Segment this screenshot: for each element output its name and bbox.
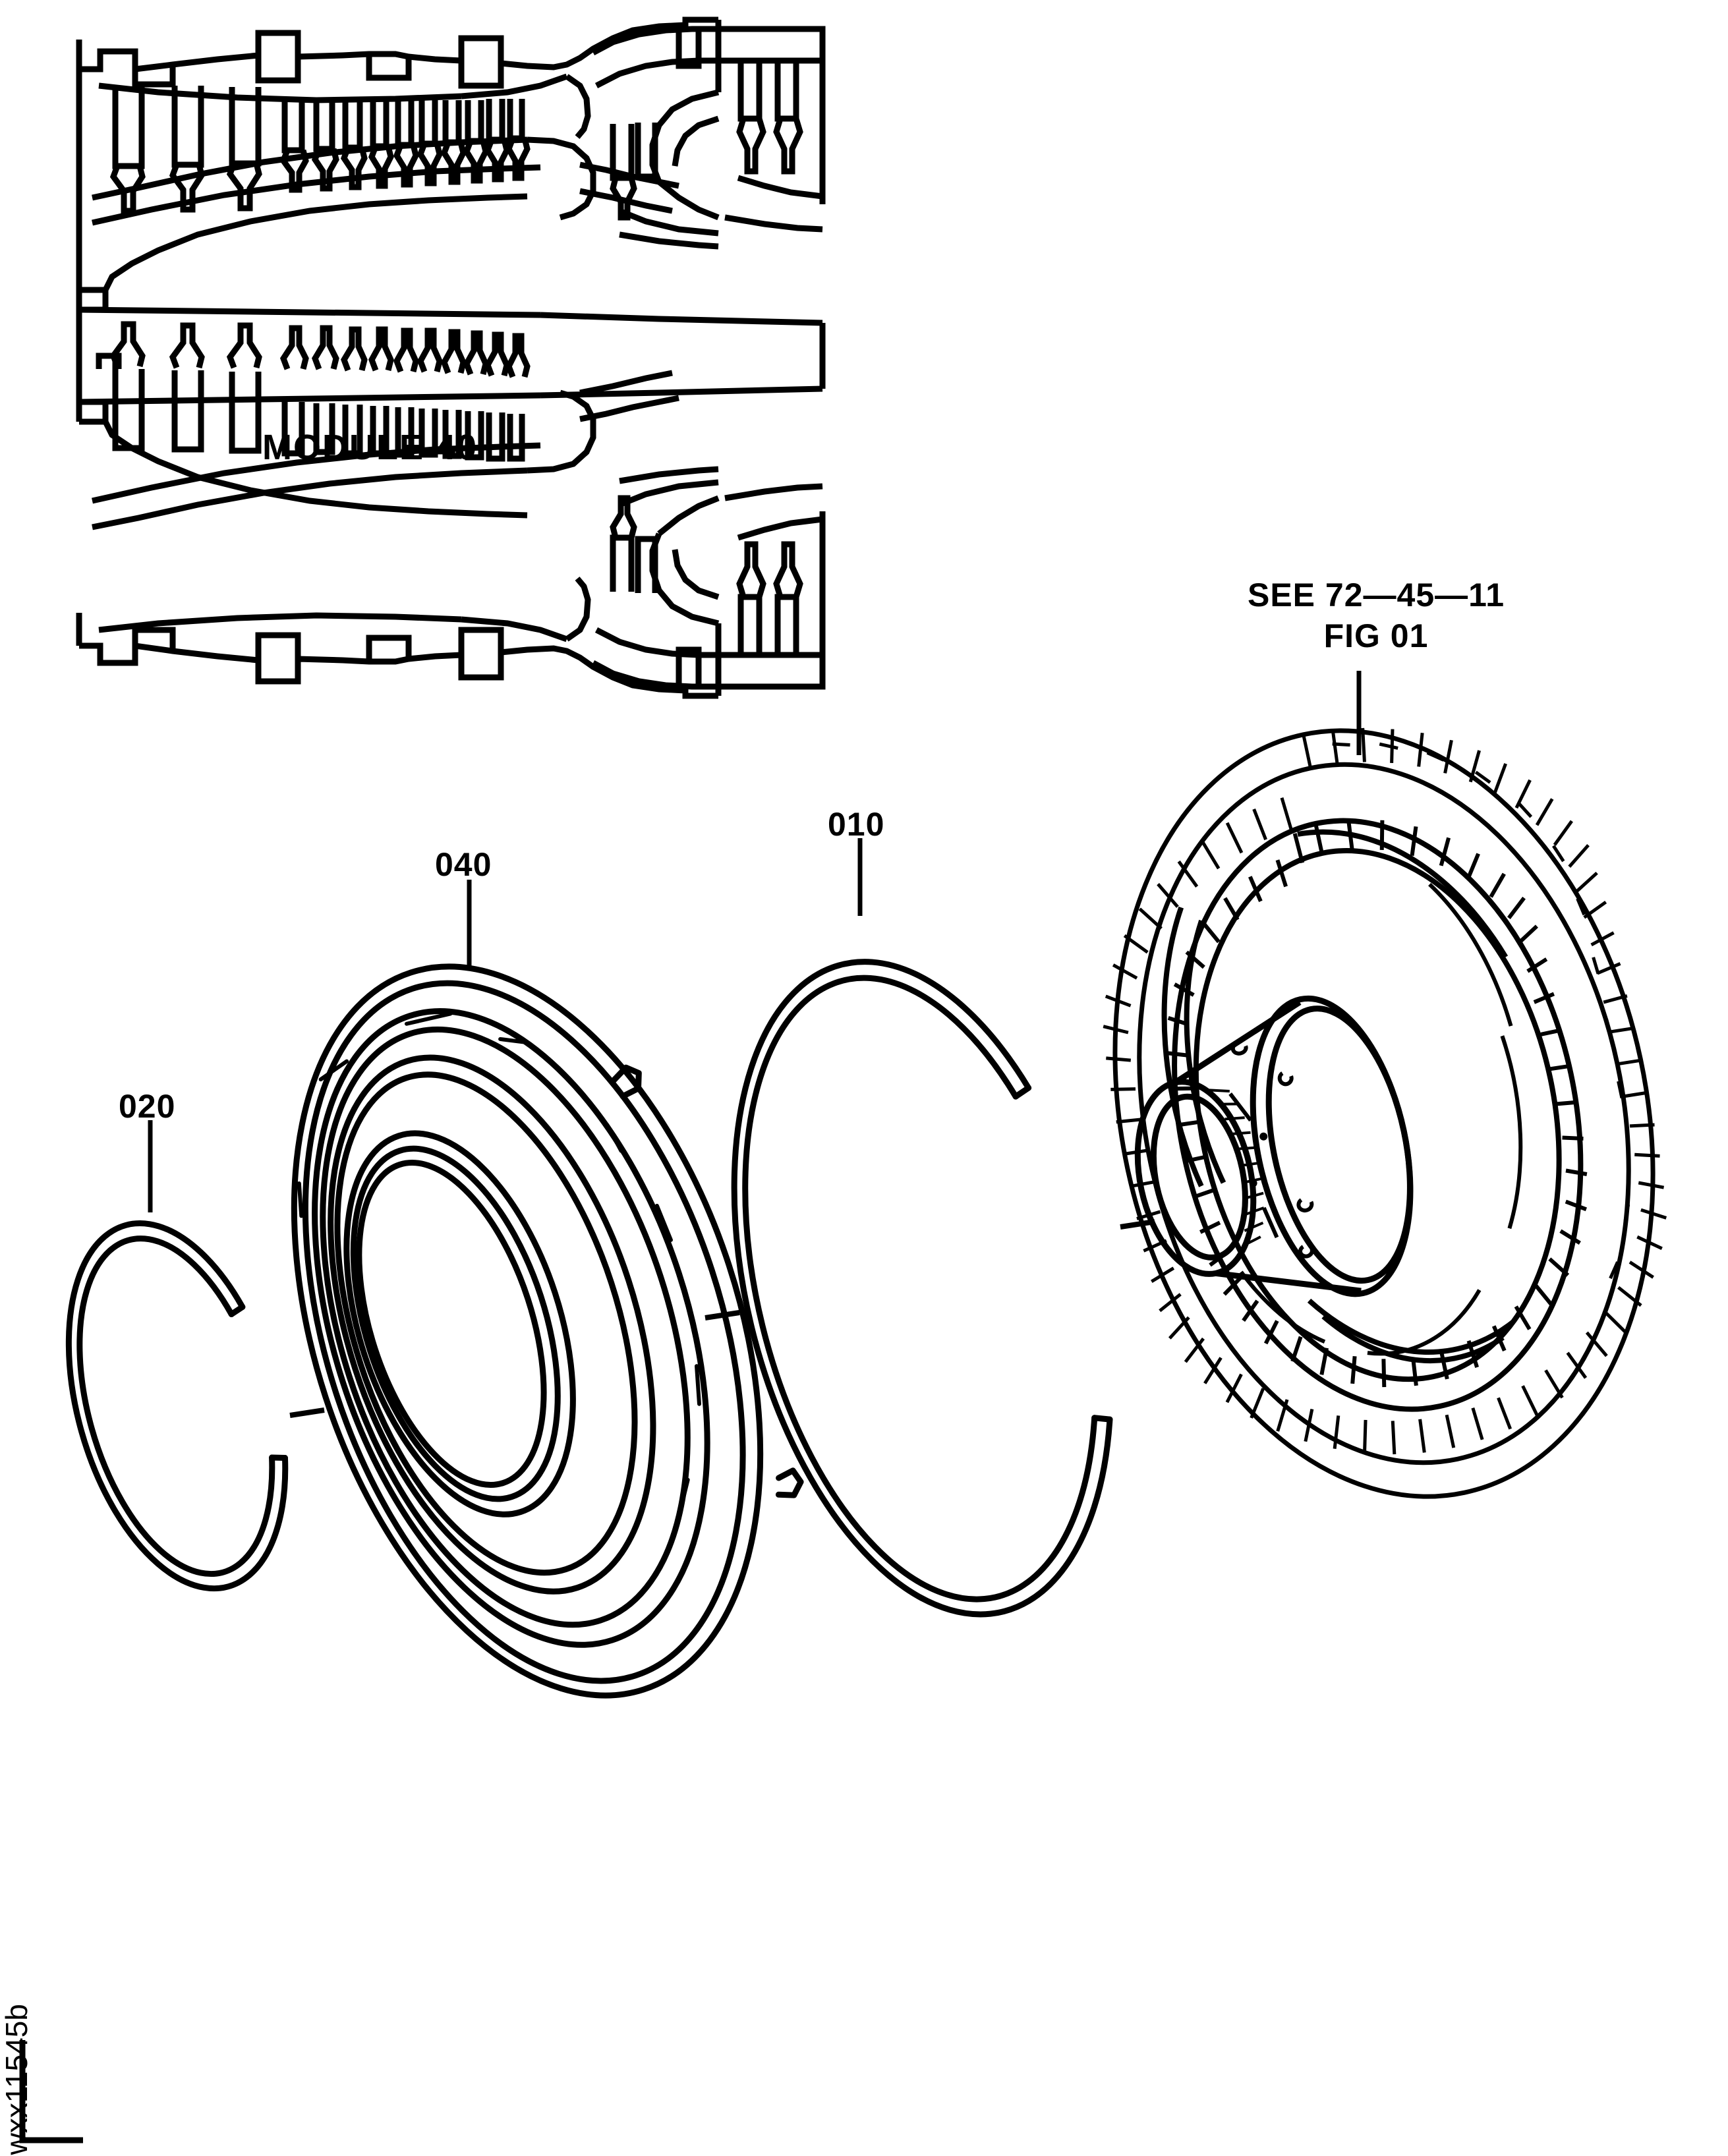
disk-rear-rim (1307, 1298, 1515, 1364)
part-040-conical-air-seal (291, 963, 804, 1699)
reference-callout-line1: SEE 72—45—11 (1247, 577, 1505, 613)
drawing-id-label: pwxx11545b (0, 2004, 34, 2156)
engine-cross-section-diagram (76, 16, 826, 699)
callout-label-040: 040 (435, 846, 492, 883)
disk-face-shading (1239, 882, 1523, 1356)
callout-label-020: 020 (119, 1088, 176, 1125)
callout-leader-lines (148, 671, 1362, 1212)
module-caption: MODULE 40 (262, 428, 478, 467)
turbine-blade-radial-lines (1103, 727, 1667, 1455)
part-020-retaining-ring (65, 1220, 289, 1592)
part-010-split-ring (731, 959, 1113, 1618)
turbine-disk-web (1161, 829, 1509, 1187)
blade-tip-detail-dashes (1332, 742, 1630, 1280)
turbine-blade-tips (1112, 728, 1656, 1499)
turbine-rotor-disk (1103, 727, 1667, 1499)
reference-callout: SEE 72—45—11 FIG 01 (1238, 575, 1514, 656)
hub-internal-splines (1209, 1089, 1265, 1247)
drawing-id-corner-bracket (19, 2040, 83, 2143)
rotor-hub-cone (1134, 995, 1414, 1297)
hub-surface-marks (1228, 1042, 1314, 1259)
reference-callout-line2: FIG 01 (1323, 617, 1429, 654)
callout-label-010: 010 (828, 806, 885, 843)
